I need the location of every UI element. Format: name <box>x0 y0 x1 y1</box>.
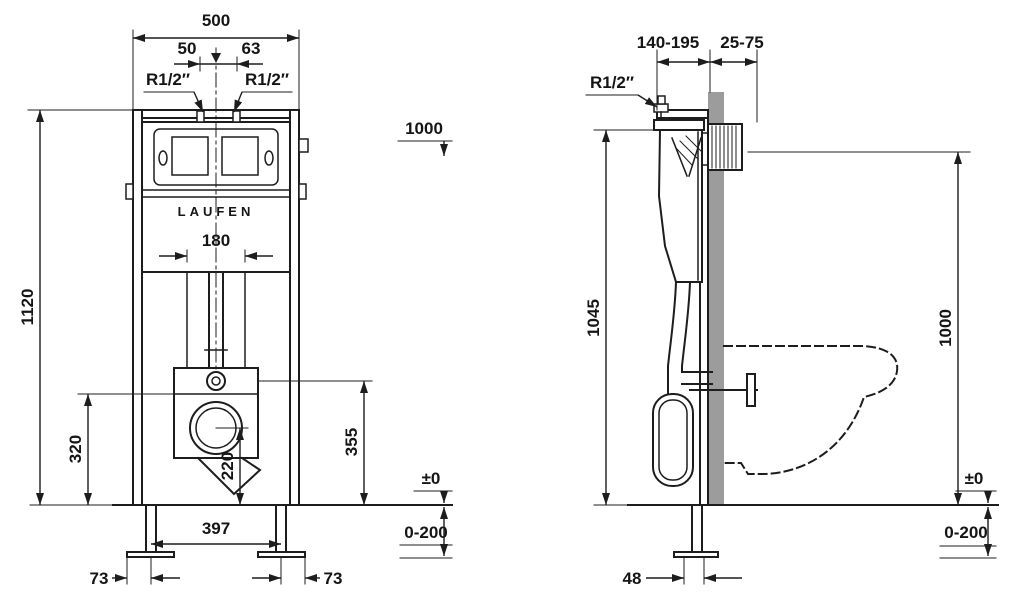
svg-text:R1/2″: R1/2″ <box>245 70 289 89</box>
svg-text:1120: 1120 <box>18 289 37 326</box>
dim-355: 355 <box>257 380 373 505</box>
dim-320: 320 <box>66 393 175 505</box>
brand-logo: LAUFEN <box>178 204 255 219</box>
wall <box>708 92 724 505</box>
drain-chute <box>196 456 262 496</box>
inlet-fitting-right <box>232 110 241 123</box>
center-mark <box>211 53 221 63</box>
flush-plate-duct <box>707 123 743 171</box>
label-connection-left: R1/2″ <box>143 70 204 113</box>
front-view: LAUFEN 500 <box>18 11 453 588</box>
range-0-200-side: 0-200 <box>939 507 997 559</box>
cistern-front: LAUFEN <box>141 110 291 273</box>
svg-text:140-195: 140-195 <box>637 33 699 52</box>
svg-text:355: 355 <box>342 428 361 456</box>
svg-text:0-200: 0-200 <box>404 523 447 542</box>
svg-text:1000: 1000 <box>405 119 443 138</box>
left-foot-plate <box>126 551 175 558</box>
label-connection-right: R1/2″ <box>233 70 293 113</box>
plate-cutout-right <box>264 150 274 166</box>
dim-180: 180 <box>159 231 273 263</box>
inlet-elbow <box>206 371 226 391</box>
svg-text:1000: 1000 <box>936 309 955 347</box>
drain-elbow <box>652 393 694 487</box>
svg-text:500: 500 <box>202 11 230 30</box>
dim-width-500: 500 <box>132 11 300 111</box>
svg-text:397: 397 <box>202 519 230 538</box>
flush-button-right <box>221 136 259 176</box>
left-wall-bracket <box>125 183 134 200</box>
level-zero-front: ±0 <box>413 469 453 503</box>
flush-pipe-side <box>667 280 678 399</box>
dim-height-1045: 1045 <box>584 129 655 505</box>
side-top-crossbar <box>656 109 709 119</box>
dim-height-1000-side: 1000 <box>747 151 971 505</box>
dim-73-right: 73 <box>252 557 343 588</box>
cistern-side <box>653 95 709 283</box>
wc-bowl-outline <box>723 345 899 475</box>
flush-button-left <box>171 136 209 176</box>
inlet-fitting-left <box>196 110 205 123</box>
dim-height-1120: 1120 <box>18 109 134 505</box>
cistern-lid <box>653 119 705 131</box>
svg-text:73: 73 <box>90 569 109 588</box>
level-zero-side: ±0 <box>955 469 997 503</box>
left-foot <box>145 504 157 553</box>
svg-text:63: 63 <box>242 39 261 58</box>
svg-text:1045: 1045 <box>584 299 603 337</box>
side-foot-plate <box>673 551 719 558</box>
foot-side <box>673 504 719 558</box>
dim-48: 48 <box>623 557 742 588</box>
feet-front <box>126 504 306 558</box>
svg-text:320: 320 <box>66 435 85 463</box>
side-view: 140-195 25-75 R1/2″ 1045 1000 ±0 <box>584 33 999 588</box>
svg-text:±0: ±0 <box>422 469 441 488</box>
svg-text:180: 180 <box>202 231 230 250</box>
water-connection-tab <box>298 138 309 153</box>
angle-valve <box>653 103 669 113</box>
dim-220: 220 <box>215 427 249 505</box>
dim-wall-25-75: 25-75 <box>710 33 764 66</box>
right-foot <box>275 504 287 553</box>
right-rail <box>289 109 300 506</box>
dim-397: 397 <box>151 519 281 548</box>
label-connection-side: R1/2″ <box>585 73 658 108</box>
svg-text:50: 50 <box>178 39 197 58</box>
lower-assembly-front <box>173 271 262 496</box>
svg-text:0-200: 0-200 <box>944 523 987 542</box>
range-0-200-front: 0-200 <box>399 507 453 559</box>
right-wall-bracket <box>298 183 307 200</box>
svg-text:R1/2″: R1/2″ <box>590 73 634 92</box>
pipes-side <box>652 280 758 487</box>
svg-text:25-75: 25-75 <box>720 33 763 52</box>
svg-text:48: 48 <box>623 569 642 588</box>
dim-73-left: 73 <box>90 557 180 588</box>
mounting-bracket-box <box>173 367 259 459</box>
mounting-plate <box>746 373 756 407</box>
svg-text:220: 220 <box>218 452 237 480</box>
dim-offsets-50-63: 50 63 <box>174 39 263 72</box>
left-rail <box>132 109 143 506</box>
level-1000-front: 1000 <box>397 119 453 156</box>
svg-text:R1/2″: R1/2″ <box>146 70 190 89</box>
right-foot-plate <box>257 551 306 558</box>
plate-cutout-left <box>158 150 168 166</box>
svg-text:±0: ±0 <box>965 469 984 488</box>
svg-text:73: 73 <box>324 569 343 588</box>
